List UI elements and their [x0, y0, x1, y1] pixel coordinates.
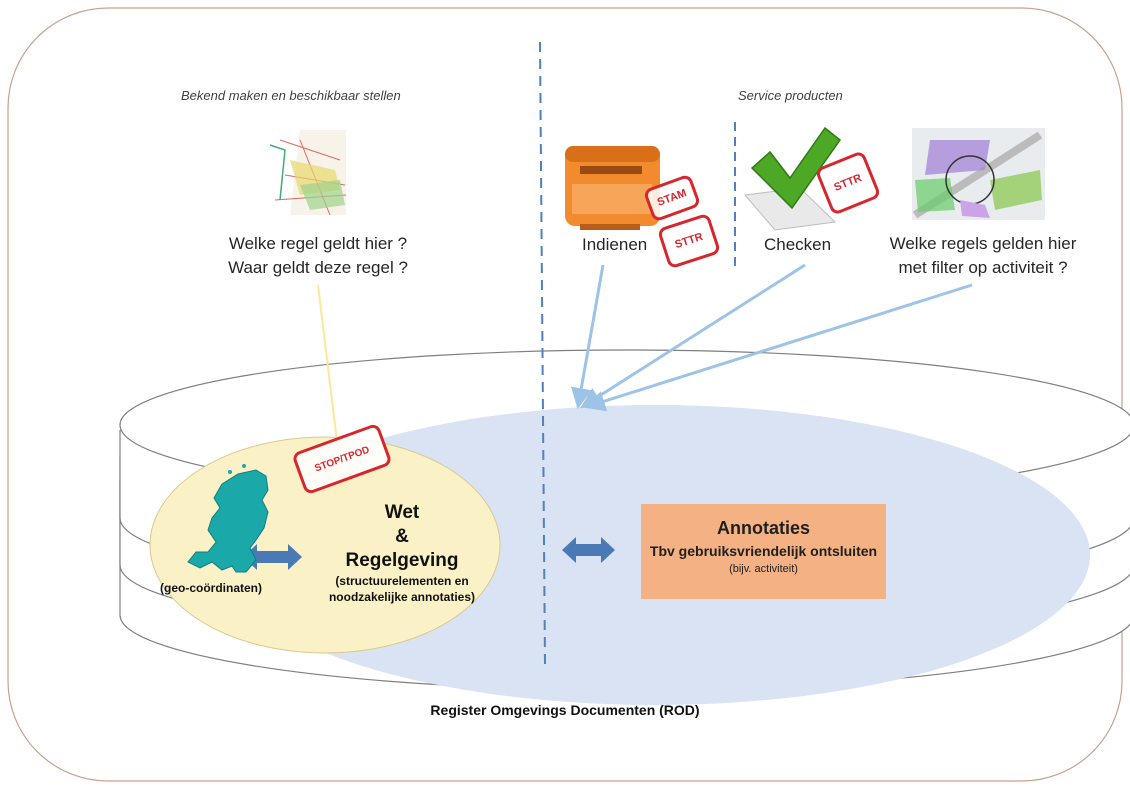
question-regels-filter: met filter op activiteit ? [898, 258, 1068, 277]
double-arrow-left [243, 544, 302, 570]
annotaties-title: Annotaties [716, 518, 810, 538]
label-indienen: Indienen [582, 235, 648, 254]
wet-ampersand: & [395, 526, 409, 547]
caption-left: Bekend maken en beschikbaar stellen [181, 88, 401, 103]
annotaties-subtitle: Tbv gebruiksvriendelijk ontsluiten [649, 543, 878, 559]
mailbox-icon [565, 146, 660, 230]
question-regel-hier: Welke regel geldt hier ? [228, 234, 408, 253]
question-regel-waar: Waar geldt deze regel ? [228, 258, 408, 277]
plan-map-thumbnail [912, 128, 1045, 220]
regelgeving-title: Regelgeving [345, 550, 459, 571]
dashed-separator-main [539, 41, 546, 666]
arrow-checken [580, 263, 806, 409]
checkmark-icon [744, 126, 842, 231]
double-arrow-right [562, 537, 615, 563]
arrow-welke-regels [583, 283, 973, 412]
service-arrows [570, 263, 973, 412]
netherlands-map-icon [187, 464, 269, 573]
wet-subtitle-1: (structuurelementen en [335, 574, 469, 588]
arrow-indienen [570, 264, 605, 410]
question-regels-hier: Welke regels gelden hier [889, 234, 1077, 253]
double-arrow-right-shape [562, 537, 615, 563]
caption-right: Service producten [738, 88, 843, 103]
outer-frame [7, 7, 1123, 782]
wet-title: Wet [384, 502, 420, 523]
wet-subtitle-2: noodzakelijke annotaties) [328, 590, 476, 604]
label-checken: Checken [764, 235, 832, 254]
annotaties-note: (bijv. activiteit) [729, 563, 798, 575]
rod-footer: Register Omgevings Documenten (ROD) [430, 702, 700, 718]
geo-label: (geo-coördinaten) [160, 581, 262, 595]
double-arrow-left-shape [243, 544, 302, 570]
connector-left-question [317, 284, 339, 451]
map-thumbnail [266, 130, 347, 216]
annotaties-box: Annotaties Tbv gebruiksvriendelijk ontsl… [641, 504, 886, 599]
